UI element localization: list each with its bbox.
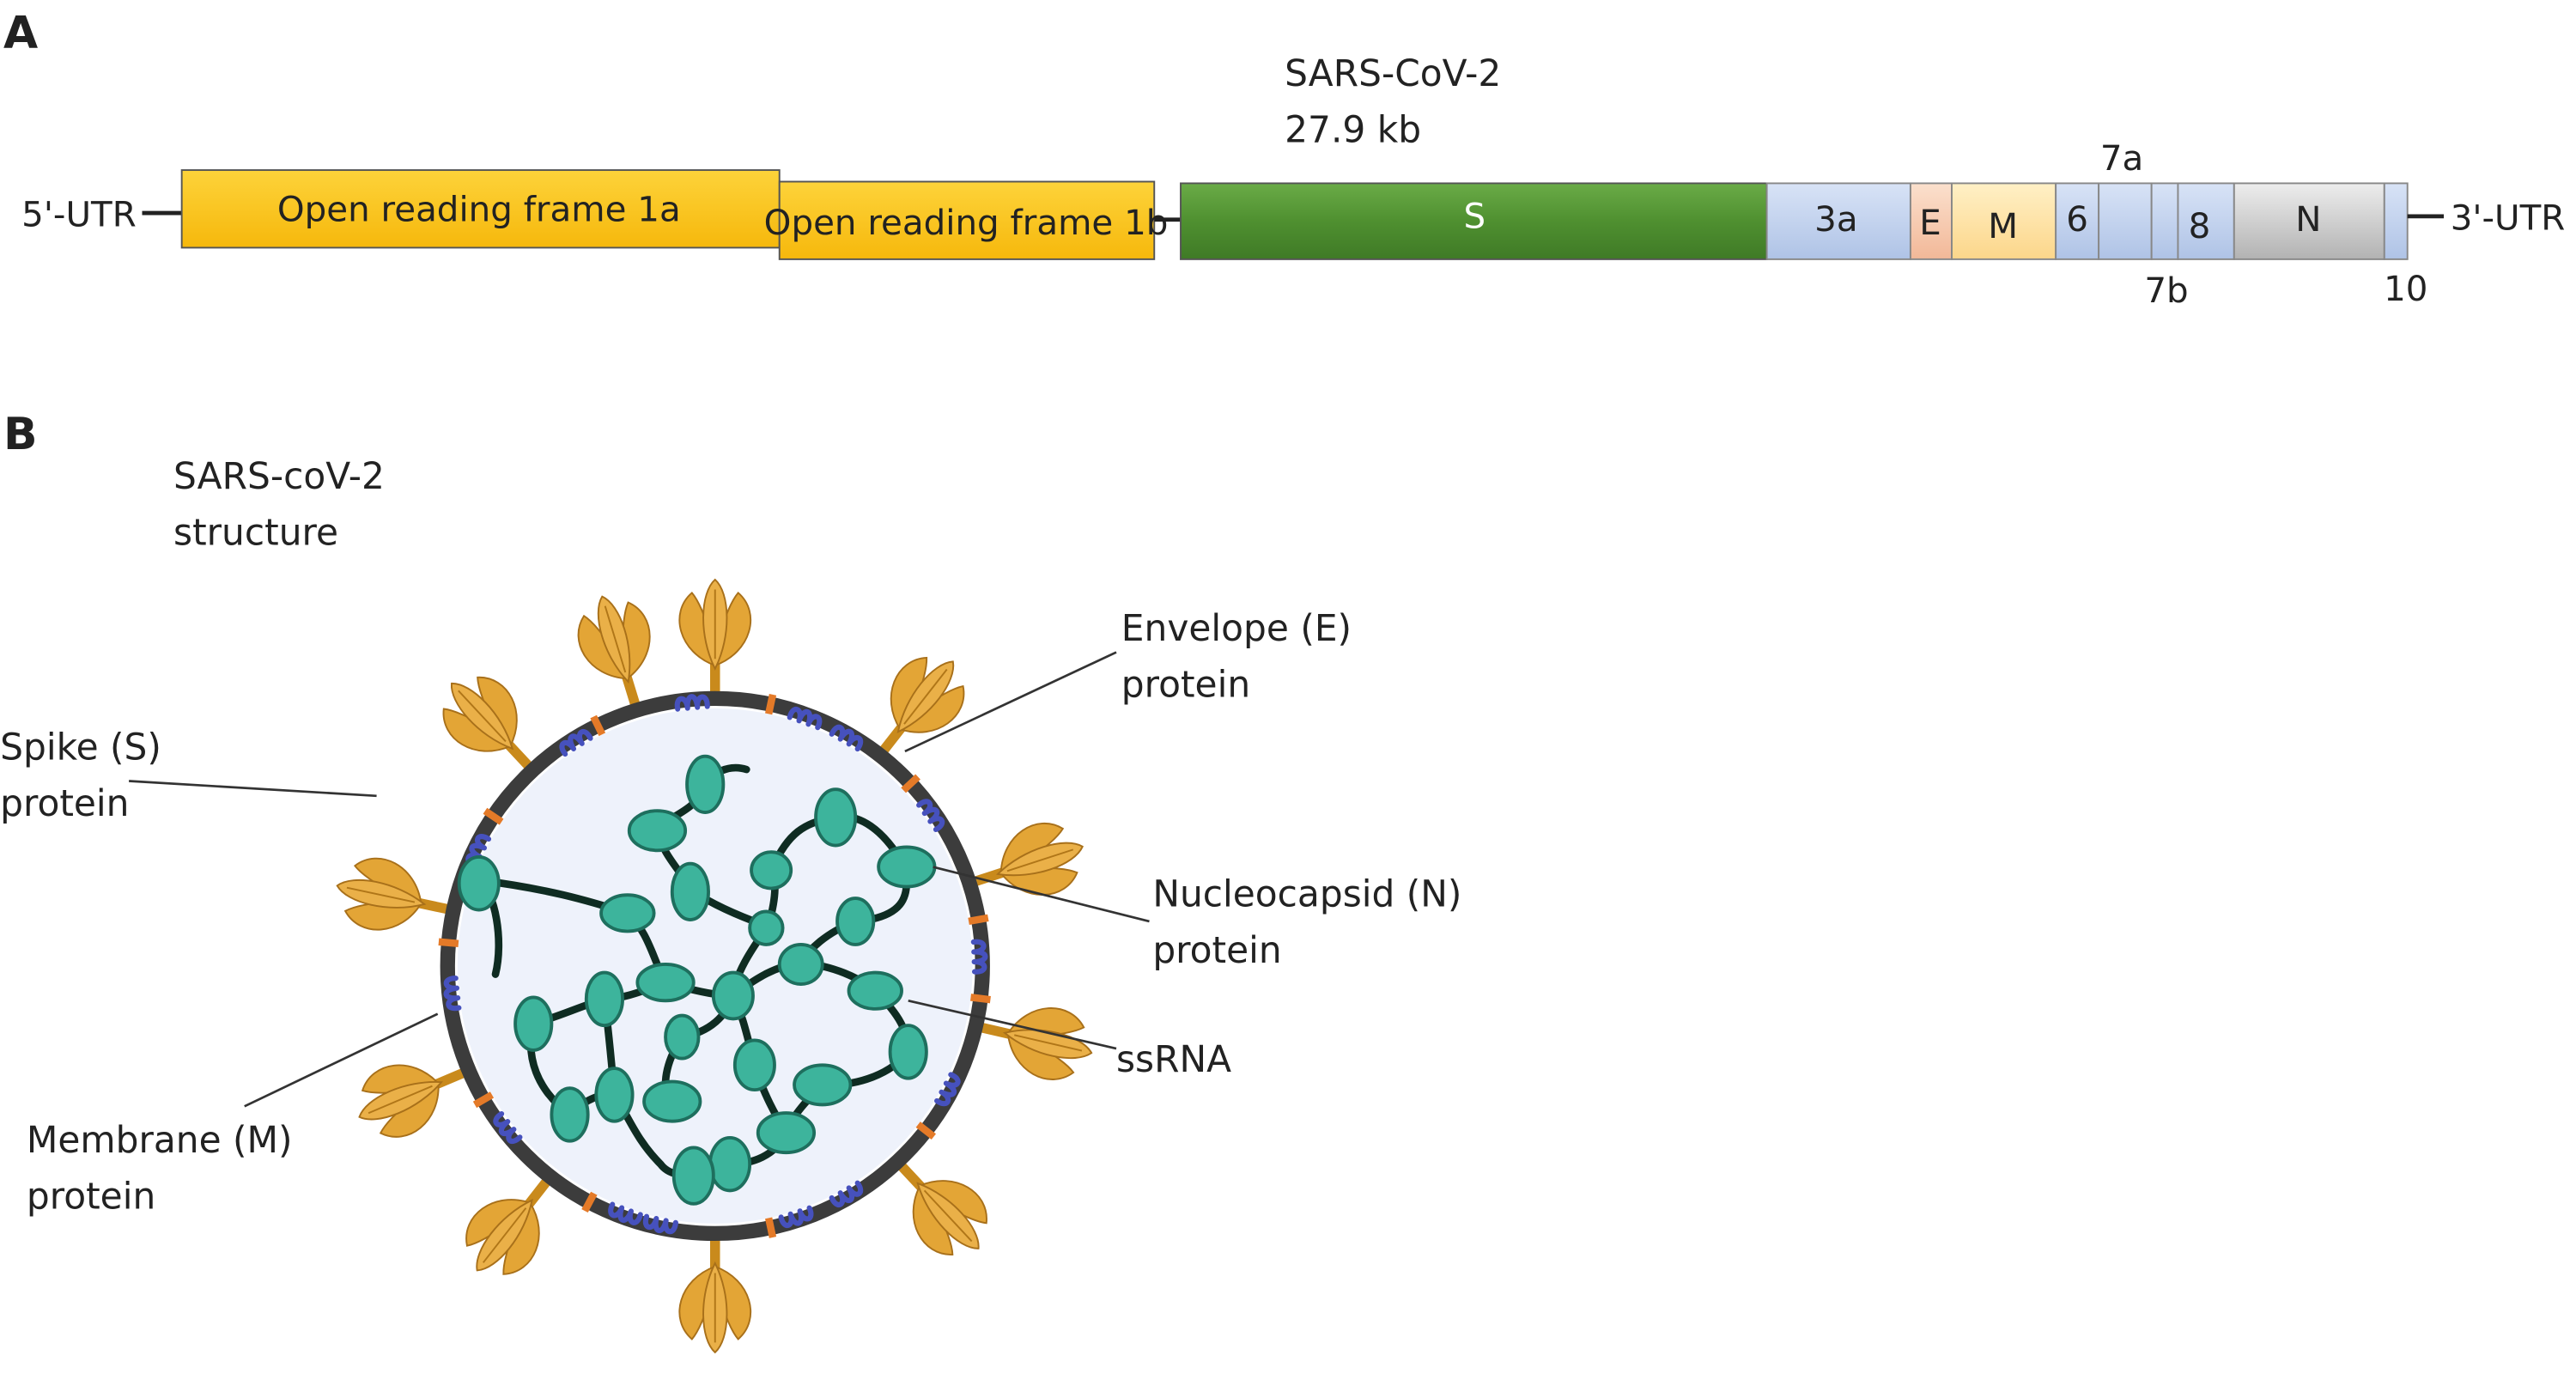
- orf6-label: 6: [2066, 199, 2088, 240]
- orf6-block: 6: [2055, 182, 2100, 260]
- ssrna-label: ssRNA: [1116, 1038, 1231, 1080]
- spike-protein: [329, 849, 456, 945]
- nucleocapsid-oval: [594, 1067, 635, 1123]
- nucleocapsid-oval: [685, 754, 726, 814]
- spike-leader: [129, 780, 377, 798]
- nucleocapsid-oval: [584, 970, 624, 1028]
- orf1b-block: Open reading frame 1b: [764, 180, 1169, 260]
- s-gene-label: S: [1463, 196, 1485, 236]
- s-gene-block: S: [1180, 182, 1768, 260]
- e-gene-label: E: [1919, 203, 1941, 243]
- nucleocapsid-label-line1: Nucleocapsid (N): [1152, 873, 1461, 915]
- orf10-block: [2383, 182, 2409, 260]
- nucleocapsid-leader: [933, 866, 1150, 923]
- n-gene-label: N: [2295, 199, 2321, 240]
- nucleocapsid-oval: [732, 1038, 776, 1092]
- orf8-block: 8: [2177, 182, 2235, 260]
- nucleocapsid-oval: [635, 963, 696, 1003]
- orf7a-block: [2098, 182, 2153, 260]
- nucleocapsid-oval: [642, 1079, 702, 1123]
- nucleocapsid-oval: [671, 1146, 715, 1206]
- leader-lines: [129, 651, 1150, 1108]
- nucleocapsid-oval: [777, 942, 824, 986]
- panel-a-letter: A: [3, 8, 38, 59]
- nucleocapsid-label-line2: protein: [1152, 929, 1281, 971]
- orf1b-label: Open reading frame 1b: [764, 203, 1169, 243]
- orf7b-block: [2150, 182, 2179, 260]
- nucleocapsid-oval: [457, 855, 501, 912]
- genome-size: 27.9 kb: [1285, 108, 1421, 150]
- nucleocapsid-oval: [664, 1013, 701, 1061]
- structure-title-line1: SARS-coV-2: [173, 455, 385, 497]
- utr5-label: 5'-UTR: [21, 194, 137, 234]
- virion: [329, 578, 1101, 1353]
- spike-label-line2: protein: [0, 782, 129, 824]
- orf7a-label: 7a: [2100, 138, 2143, 179]
- nucleocapsid-oval: [627, 809, 688, 853]
- membrane-label-line1: Membrane (M): [27, 1119, 293, 1161]
- orf1a-block: Open reading frame 1a: [180, 169, 781, 249]
- nucleocapsid-oval: [793, 1063, 853, 1107]
- envelope-label-line2: protein: [1121, 663, 1250, 705]
- structure-title-line2: structure: [173, 512, 338, 554]
- nucleocapsid-oval: [847, 970, 903, 1011]
- nucleocapsid-oval: [835, 897, 876, 946]
- nucleocapsid-proteins: [457, 754, 937, 1206]
- spike-protein: [963, 811, 1095, 916]
- n-gene-block: N: [2233, 182, 2385, 260]
- spike-label-line1: Spike (S): [0, 726, 161, 769]
- m-gene-block: M: [1951, 182, 2057, 260]
- membrane-label-line2: protein: [27, 1176, 155, 1218]
- nucleocapsid-oval: [711, 970, 755, 1021]
- orf7b-label: 7b: [2144, 270, 2188, 311]
- orf10-label: 10: [2384, 269, 2427, 309]
- spike-protein: [678, 1239, 752, 1353]
- spike-protein: [567, 585, 671, 715]
- nucleocapsid-oval: [748, 909, 785, 946]
- nucleocapsid-oval: [888, 1024, 928, 1080]
- nucleocapsid-oval: [550, 1086, 590, 1143]
- nucleocapsid-oval: [513, 995, 554, 1052]
- genome-title: SARS-CoV-2: [1285, 52, 1501, 94]
- spike-protein: [678, 578, 752, 693]
- nucleocapsid-oval: [670, 861, 710, 921]
- orf1a-label: Open reading frame 1a: [277, 190, 681, 230]
- e-gene-block: E: [1909, 182, 1953, 260]
- nucleocapsid-oval: [599, 893, 656, 933]
- nucleocapsid-oval: [814, 787, 858, 848]
- nucleocapsid-oval: [708, 1135, 752, 1193]
- membrane-leader: [244, 1012, 439, 1108]
- envelope-leader: [904, 651, 1117, 753]
- nucleocapsid-oval: [877, 845, 937, 889]
- utr3-label: 3'-UTR: [2451, 198, 2566, 238]
- m-gene-label: M: [1988, 206, 2018, 246]
- nucleocapsid-oval: [756, 1111, 817, 1155]
- orf3a-label: 3a: [1814, 199, 1857, 240]
- orf8-label: 8: [2189, 206, 2211, 246]
- panel-b-letter: B: [3, 409, 38, 460]
- envelope-label-line1: Envelope (E): [1121, 607, 1352, 649]
- ssrna-leader: [908, 999, 1117, 1050]
- orf3a-block: 3a: [1765, 182, 1911, 260]
- nucleocapsid-oval: [750, 850, 793, 891]
